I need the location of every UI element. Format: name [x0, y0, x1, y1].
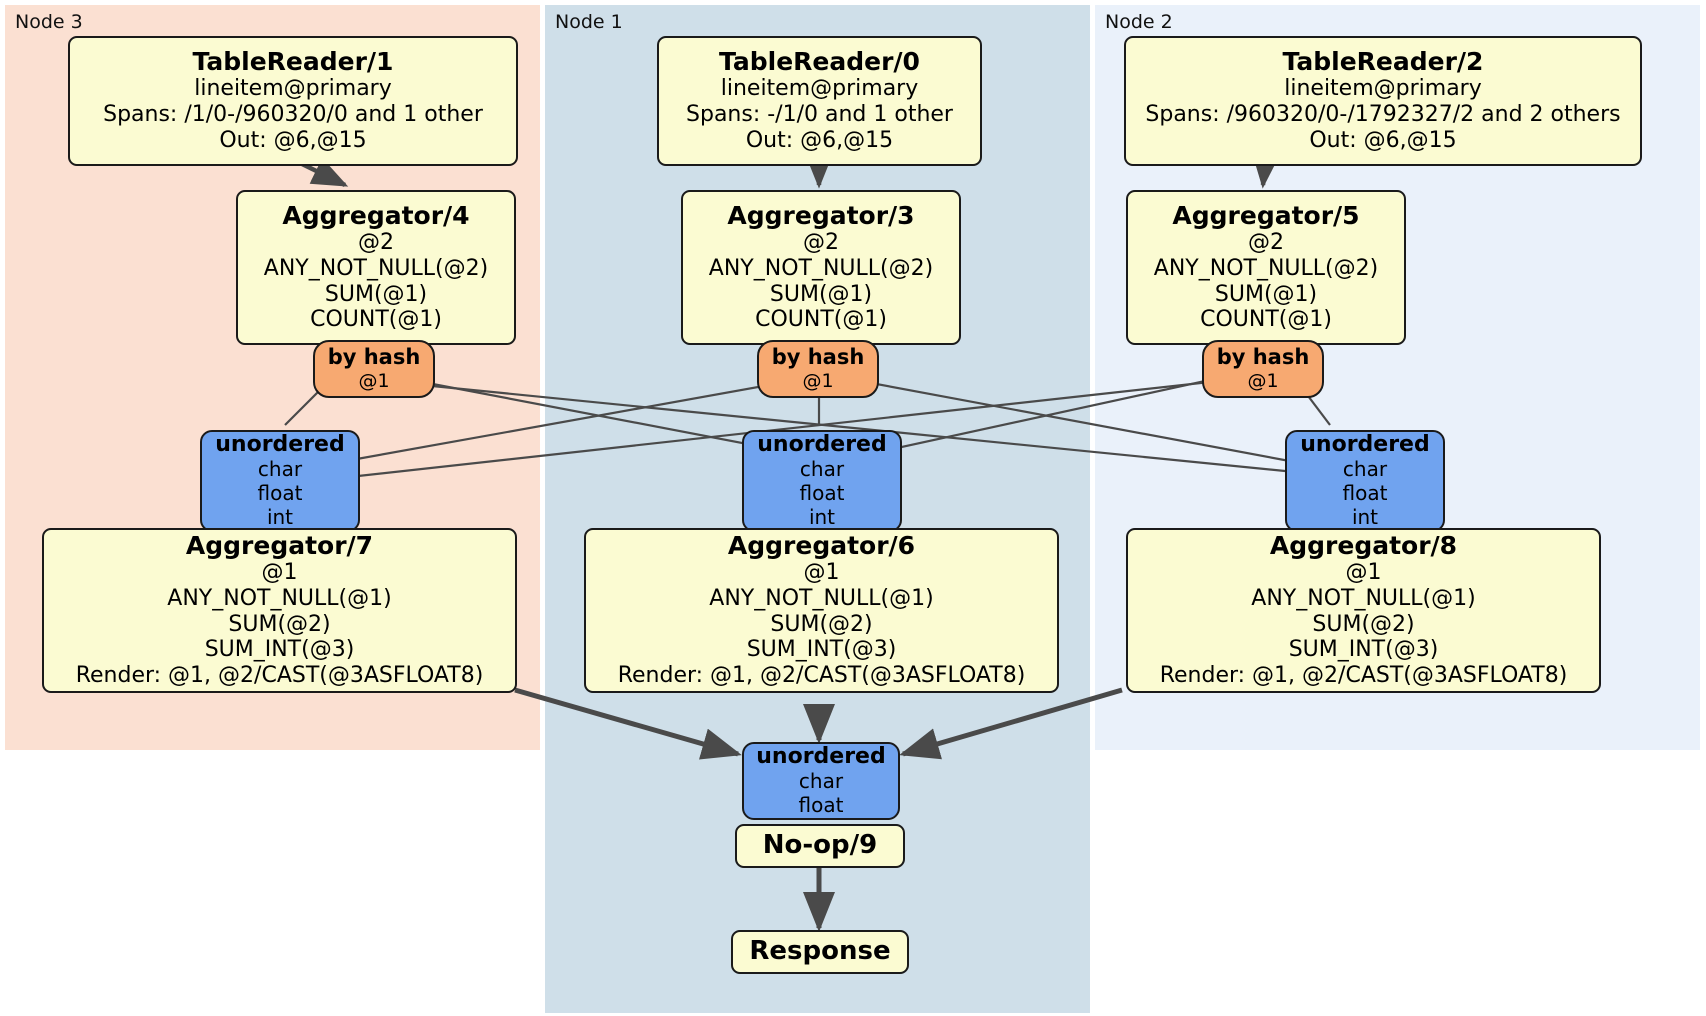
node-line: COUNT(@1)	[1200, 307, 1332, 333]
node-line: @1	[261, 560, 298, 586]
output-router-by-hash-4[interactable]: by hash @1	[313, 340, 435, 398]
processor-table-reader-1[interactable]: TableReader/1 lineitem@primary Spans: /1…	[68, 36, 518, 166]
processor-aggregator-7[interactable]: Aggregator/7 @1 ANY_NOT_NULL(@1) SUM(@2)…	[42, 528, 517, 693]
edge-agg7-syncfinal	[514, 687, 742, 760]
node-line: char	[798, 769, 844, 794]
stream-unordered-final[interactable]: unordered char float	[742, 742, 900, 820]
node-line: Out: @6,@15	[219, 127, 367, 153]
node-line: int	[808, 505, 836, 530]
node-line: @1	[1345, 560, 1382, 586]
node-line: COUNT(@1)	[310, 307, 442, 333]
node-title: TableReader/1	[192, 47, 394, 77]
node-line: lineitem@primary	[194, 76, 392, 102]
output-router-by-hash-5[interactable]: by hash @1	[1202, 340, 1324, 398]
output-router-by-hash-3[interactable]: by hash @1	[757, 340, 879, 398]
node-line: char	[799, 457, 845, 482]
edge-tr2-agg5	[1251, 151, 1281, 189]
node-line: ANY_NOT_NULL(@1)	[167, 585, 392, 611]
node-line: ANY_NOT_NULL(@1)	[709, 585, 934, 611]
node-line: SUM(@2)	[228, 611, 331, 637]
node-line: Render: @1, @2/CAST(@3ASFLOAT8)	[1159, 663, 1568, 689]
edge-r4-s8	[411, 382, 1296, 474]
node-title: Aggregator/6	[727, 531, 916, 561]
node-title: unordered	[757, 431, 887, 457]
processor-aggregator-4[interactable]: Aggregator/4 @2 ANY_NOT_NULL(@2) SUM(@1)…	[236, 190, 516, 345]
edge-agg8-syncfinal	[899, 687, 1123, 760]
node-line: ANY_NOT_NULL(@2)	[708, 255, 934, 281]
node-title: Aggregator/7	[185, 531, 374, 561]
node-panel-label-node2: Node 2	[1105, 11, 1173, 33]
node-title: No-op/9	[762, 830, 878, 861]
node-line: Out: @6,@15	[1309, 127, 1457, 153]
processor-no-op-9[interactable]: No-op/9	[735, 824, 905, 868]
node-line: lineitem@primary	[720, 76, 919, 102]
node-line: @2	[803, 230, 839, 256]
node-line: Render: @1, @2/CAST(@3ASFLOAT8)	[617, 663, 1026, 689]
node-title: TableReader/0	[719, 47, 920, 77]
node-line: SUM_INT(@3)	[746, 637, 897, 663]
processor-aggregator-3[interactable]: Aggregator/3 @2 ANY_NOT_NULL(@2) SUM(@1)…	[681, 190, 961, 345]
node-line: SUM(@1)	[1214, 281, 1318, 307]
node-line: SUM(@1)	[324, 281, 428, 307]
node-line: COUNT(@1)	[755, 307, 887, 333]
node-title: Response	[749, 936, 891, 967]
processor-aggregator-6[interactable]: Aggregator/6 @1 ANY_NOT_NULL(@1) SUM(@2)…	[584, 528, 1059, 693]
node-title: by hash	[1216, 345, 1310, 370]
node-line: char	[1342, 457, 1388, 482]
node-line: Render: @1, @2/CAST(@3ASFLOAT8)	[75, 663, 484, 689]
node-panel-label-node1: Node 1	[555, 11, 623, 33]
node-title: Aggregator/3	[727, 201, 915, 231]
node-line: SUM(@2)	[770, 611, 873, 637]
node-line: lineitem@primary	[1284, 76, 1482, 102]
node-line: SUM_INT(@3)	[1288, 637, 1439, 663]
node-title: Aggregator/4	[282, 201, 470, 231]
processor-aggregator-8[interactable]: Aggregator/8 @1 ANY_NOT_NULL(@1) SUM(@2)…	[1126, 528, 1601, 693]
node-line: char	[257, 457, 303, 482]
node-line: ANY_NOT_NULL(@2)	[263, 255, 489, 281]
node-line: Out: @6,@15	[745, 127, 894, 153]
node-line: SUM_INT(@3)	[204, 637, 355, 663]
node-line: SUM(@1)	[769, 281, 873, 307]
node-title: unordered	[1300, 431, 1430, 457]
node-title: by hash	[771, 345, 865, 370]
edge-r5-s7	[339, 378, 1229, 480]
stream-unordered-6[interactable]: unordered char float int	[742, 430, 902, 532]
node-line: float	[798, 793, 844, 818]
processor-response[interactable]: Response	[731, 930, 909, 974]
edge-tr1-agg4	[299, 157, 349, 188]
node-line: @2	[1248, 230, 1284, 256]
node-line: ANY_NOT_NULL(@1)	[1251, 585, 1476, 611]
node-line: int	[266, 505, 294, 530]
node-line: Spans: -/1/0 and 1 other	[686, 102, 953, 128]
edge-r3-s7	[339, 380, 787, 464]
stream-unordered-8[interactable]: unordered char float int	[1285, 430, 1445, 532]
processor-aggregator-5[interactable]: Aggregator/5 @2 ANY_NOT_NULL(@2) SUM(@1)…	[1126, 190, 1406, 345]
edge-r3-s8	[854, 378, 1296, 464]
node-line: float	[799, 481, 845, 506]
processor-table-reader-2[interactable]: TableReader/2 lineitem@primary Spans: /9…	[1124, 36, 1642, 166]
node-line: @1	[802, 369, 834, 392]
node-title: Aggregator/5	[1172, 201, 1360, 231]
node-title: TableReader/2	[1282, 47, 1484, 77]
node-line: @1	[1247, 369, 1279, 392]
node-title: unordered	[215, 431, 345, 457]
node-title: unordered	[756, 743, 886, 769]
node-line: int	[1351, 505, 1379, 530]
node-line: Spans: /1/0-/960320/0 and 1 other	[103, 102, 483, 128]
processor-table-reader-0[interactable]: TableReader/0 lineitem@primary Spans: -/…	[657, 36, 982, 166]
stream-unordered-7[interactable]: unordered char float int	[200, 430, 360, 532]
node-line: float	[257, 481, 303, 506]
node-line: Spans: /960320/0-/1792327/2 and 2 others	[1145, 102, 1621, 128]
edge-r4-s6	[411, 378, 806, 457]
node-line: @1	[358, 369, 390, 392]
node-line: SUM(@2)	[1312, 611, 1415, 637]
node-panel-label-node3: Node 3	[15, 11, 83, 33]
node-line: @2	[358, 230, 394, 256]
node-line: ANY_NOT_NULL(@2)	[1153, 255, 1379, 281]
node-title: Aggregator/8	[1269, 531, 1458, 561]
node-line: @1	[803, 560, 840, 586]
node-title: by hash	[327, 345, 421, 370]
node-line: float	[1342, 481, 1388, 506]
